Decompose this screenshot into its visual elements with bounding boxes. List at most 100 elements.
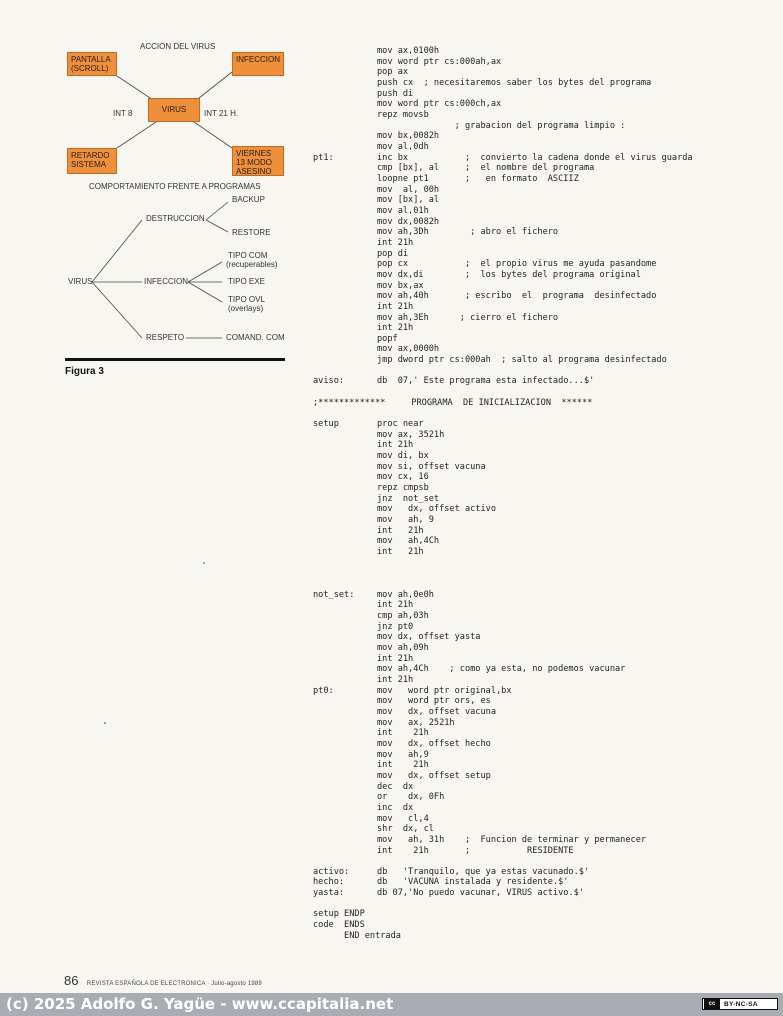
code-instruction: int 21h <box>377 301 414 312</box>
code-instruction: mov cx, 16 <box>377 472 429 483</box>
code-line: pt0:mov word ptr original,bx <box>313 686 773 696</box>
code-line: mov [bx], al <box>313 195 773 205</box>
code-line: aviso:db 07,' Este programa esta infecta… <box>313 376 773 386</box>
code-line: jnz pt0 <box>313 622 773 632</box>
code-line: mov al,01h <box>313 206 773 216</box>
code-instruction: repz cmpsb <box>377 483 429 494</box>
code-instruction: int 21h <box>377 525 424 536</box>
code-instruction: mov ah,9 <box>377 749 429 760</box>
code-label: pt1: <box>313 152 334 163</box>
code-instruction: db 07,' Este programa esta infectado...$… <box>377 376 595 387</box>
code-instruction: proc near <box>377 419 424 430</box>
code-line: mov ax,0000h <box>313 344 773 354</box>
code-instruction: mov dx, offset yasta <box>377 632 481 643</box>
code-line: ; grabacion del programa limpio : <box>313 121 773 131</box>
tree-backup: BACKUP <box>232 195 265 204</box>
code-line <box>313 408 773 418</box>
diagram-subtitle: COMPORTAMIENTO FRENTE A PROGRAMAS <box>89 182 261 191</box>
code-line: mov ah,4Ch <box>313 536 773 546</box>
code-instruction: mov word ptr original,bx <box>377 685 512 696</box>
code-line: setup ENDP <box>313 909 773 919</box>
code-line: mov si, offset vacuna <box>313 462 773 472</box>
figure-rule <box>65 358 285 361</box>
code-line <box>313 579 773 589</box>
code-line: mov dx, offset yasta <box>313 632 773 642</box>
code-line: mov ah,9 <box>313 750 773 760</box>
license-text: BY-NC-SA <box>724 1000 758 1008</box>
code-instruction: mov ah,40h ; escribo el programa desinfe… <box>377 291 657 302</box>
code-line: mov cl,4 <box>313 814 773 824</box>
code-instruction: mov ax,0100h <box>377 46 440 56</box>
code-instruction: mov bx,0082h <box>377 131 440 142</box>
code-instruction: mov cl,4 <box>377 813 429 824</box>
code-line: int 21h <box>313 302 773 312</box>
code-text: ;************* PROGRAMA DE INICIALIZACIO… <box>313 397 593 408</box>
code-instruction: pop ax <box>377 67 409 78</box>
code-line: jnz not_set <box>313 494 773 504</box>
code-instruction: mov ah,4Ch <box>377 536 440 547</box>
tree-tipo-com: TIPO COM <box>228 251 268 260</box>
tree-root: VIRUS <box>68 277 93 286</box>
box-pantalla: PANTALLA (SCROLL) <box>67 52 117 76</box>
code-line: mov dx,0082h <box>313 217 773 227</box>
code-instruction: mov ah, 9 <box>377 515 434 526</box>
code-instruction: mov ah, 31h ; Funcion de terminar y perm… <box>377 834 647 845</box>
code-line: loopne pt1 ; en formato ASCIIZ <box>313 174 773 184</box>
speck <box>203 562 205 564</box>
code-line: mov di, bx <box>313 451 773 461</box>
code-line: int 21h <box>313 760 773 770</box>
code-instruction: db 'Tranquilo, que ya estas vacunado.$' <box>377 866 590 877</box>
code-line: mov word ptr cs:000ch,ax <box>313 99 773 109</box>
code-instruction: mov dx,di ; los bytes del programa origi… <box>377 269 641 280</box>
page-folio: 86 REVISTA ESPAÑOLA DE ELECTRONICA · Jul… <box>64 972 262 990</box>
code-instruction: loopne pt1 ; en formato ASCIIZ <box>377 173 579 184</box>
code-instruction: int 21h <box>377 237 414 248</box>
box-virus: VIRUS <box>148 98 200 122</box>
code-instruction: db 'VACUNA instalada y residente.$' <box>377 877 569 888</box>
code-instruction: mov dx, offset activo <box>377 504 496 515</box>
code-instruction: jmp dword ptr cs:000ah ; salto al progra… <box>377 355 667 366</box>
code-line: repz movsb <box>313 110 773 120</box>
tree-comand: COMAND. COM <box>226 333 285 342</box>
code-instruction: mov dx, offset setup <box>377 770 491 781</box>
code-instruction: mov al, 00h <box>377 184 440 195</box>
code-instruction: mov al,0dh <box>377 141 429 152</box>
code-instruction: inc bx ; convierto la cadena donde el vi… <box>377 152 693 163</box>
code-instruction: mov ax, 3521h <box>377 429 445 440</box>
code-line: int 21h <box>313 238 773 248</box>
diagram-lines <box>91 71 233 339</box>
code-line: push cx ; necesitaremos saber los bytes … <box>313 78 773 88</box>
code-line: inc dx <box>313 803 773 813</box>
code-instruction: mov ah,0e0h <box>377 589 434 600</box>
figure-caption: Figura 3 <box>65 366 104 377</box>
diagram-title: ACCION DEL VIRUS <box>140 42 216 51</box>
code-line <box>313 366 773 376</box>
license-badge[interactable]: cc BY-NC-SA <box>702 998 778 1010</box>
code-line: mov dx, offset vacuna <box>313 707 773 717</box>
tree-destruccion: DESTRUCCION <box>146 214 205 223</box>
code-label: setup <box>313 419 339 430</box>
code-line: mov dx, offset activo <box>313 504 773 514</box>
code-instruction: mov dx, offset hecho <box>377 738 491 749</box>
code-instruction: int 21h <box>377 674 414 685</box>
code-line: int 21h <box>313 547 773 557</box>
code-line: int 21h <box>313 654 773 664</box>
code-instruction: int 21h <box>377 728 429 739</box>
code-line: mov cx, 16 <box>313 472 773 482</box>
virus-diagram: ACCION DEL VIRUS PANTALLA (SCROLL) INFEC… <box>58 40 290 370</box>
code-line: dec dx <box>313 782 773 792</box>
code-instruction: mov [bx], al <box>377 195 440 206</box>
code-instruction: mov si, offset vacuna <box>377 461 486 472</box>
code-instruction: int 21h ; RESIDENTE <box>377 845 574 856</box>
code-line: mov ah, 9 <box>313 515 773 525</box>
code-line: cmp [bx], al ; el nombre del programa <box>313 163 773 173</box>
code-label: activo: <box>313 866 350 877</box>
tree-tipo-ovl-note: (overlays) <box>228 304 264 313</box>
code-instruction: int 21h <box>377 760 429 771</box>
code-instruction: mov ax,0000h <box>377 344 440 355</box>
code-label: not_set: <box>313 589 355 600</box>
code-text: setup ENDP <box>313 909 365 920</box>
code-line: int 21h <box>313 526 773 536</box>
code-line: mov ah,3Eh ; cierro el fichero <box>313 313 773 323</box>
code-instruction: popf <box>377 333 398 344</box>
